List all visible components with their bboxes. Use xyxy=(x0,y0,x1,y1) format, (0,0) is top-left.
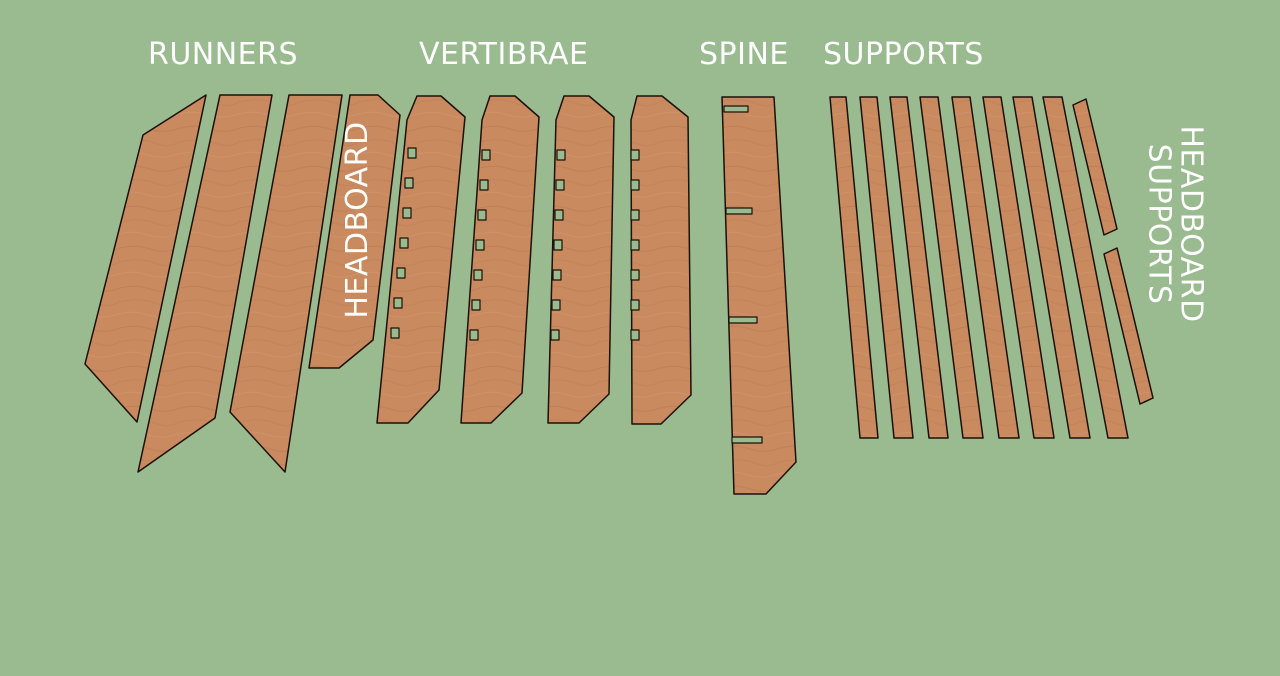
notch xyxy=(479,179,489,191)
notch xyxy=(553,239,563,251)
support-part xyxy=(889,96,949,439)
notch xyxy=(554,209,564,221)
notch xyxy=(630,239,640,251)
notch xyxy=(630,209,640,221)
notch xyxy=(481,149,491,161)
runner-part xyxy=(229,94,343,473)
spine-part xyxy=(721,96,797,495)
supports-group xyxy=(829,96,1129,439)
spine-slot xyxy=(725,207,753,215)
support-part xyxy=(1042,96,1129,439)
notch xyxy=(393,297,403,309)
runner-part xyxy=(84,94,207,423)
headboard-supports-group xyxy=(1072,98,1154,405)
vertebra-part xyxy=(630,95,692,425)
notch xyxy=(630,179,640,191)
notch xyxy=(556,149,566,161)
vertebrae-label: VERTIBRAE xyxy=(419,37,589,72)
headboard-supports-line1: HEADBOARD xyxy=(1173,125,1209,323)
notch xyxy=(630,149,640,161)
support-part xyxy=(982,96,1055,439)
notch xyxy=(555,179,565,191)
notch xyxy=(471,299,481,311)
vertebrae-group xyxy=(376,95,692,425)
runners-group xyxy=(84,94,343,473)
notch xyxy=(475,239,485,251)
notch xyxy=(550,329,560,341)
headboard-support-part xyxy=(1072,98,1118,236)
notch xyxy=(473,269,483,281)
notch xyxy=(630,299,640,311)
vertebra-part xyxy=(460,95,540,424)
support-part xyxy=(919,96,984,439)
notch xyxy=(469,329,479,341)
notch xyxy=(399,237,409,249)
spine-slot xyxy=(728,316,758,324)
notch xyxy=(402,207,412,219)
notch xyxy=(552,269,562,281)
support-part xyxy=(859,96,914,439)
notch xyxy=(396,267,406,279)
notch xyxy=(630,329,640,341)
notch xyxy=(390,327,400,339)
support-part xyxy=(829,96,879,439)
notch xyxy=(407,147,417,159)
headboard-supports-line2: SUPPORTS xyxy=(1142,143,1177,305)
headboard-label: HEADBOARD xyxy=(340,121,375,319)
headboard-support-part xyxy=(1103,247,1154,405)
notch xyxy=(477,209,487,221)
support-part xyxy=(1012,96,1091,439)
vertebra-part xyxy=(376,95,466,424)
notch xyxy=(630,269,640,281)
spine-slot xyxy=(723,105,749,113)
support-part xyxy=(951,96,1020,439)
runners-label: RUNNERS xyxy=(148,37,299,72)
spine-label: SPINE xyxy=(699,37,789,72)
runner-part xyxy=(137,94,273,473)
supports-label: SUPPORTS xyxy=(823,37,984,72)
vertebra-part xyxy=(547,95,615,424)
spine-slot xyxy=(731,436,763,444)
headboard-part xyxy=(308,94,401,369)
notch xyxy=(551,299,561,311)
notch xyxy=(404,177,414,189)
headboard-supports-label: HEADBOARD SUPPORTS xyxy=(1142,124,1209,324)
